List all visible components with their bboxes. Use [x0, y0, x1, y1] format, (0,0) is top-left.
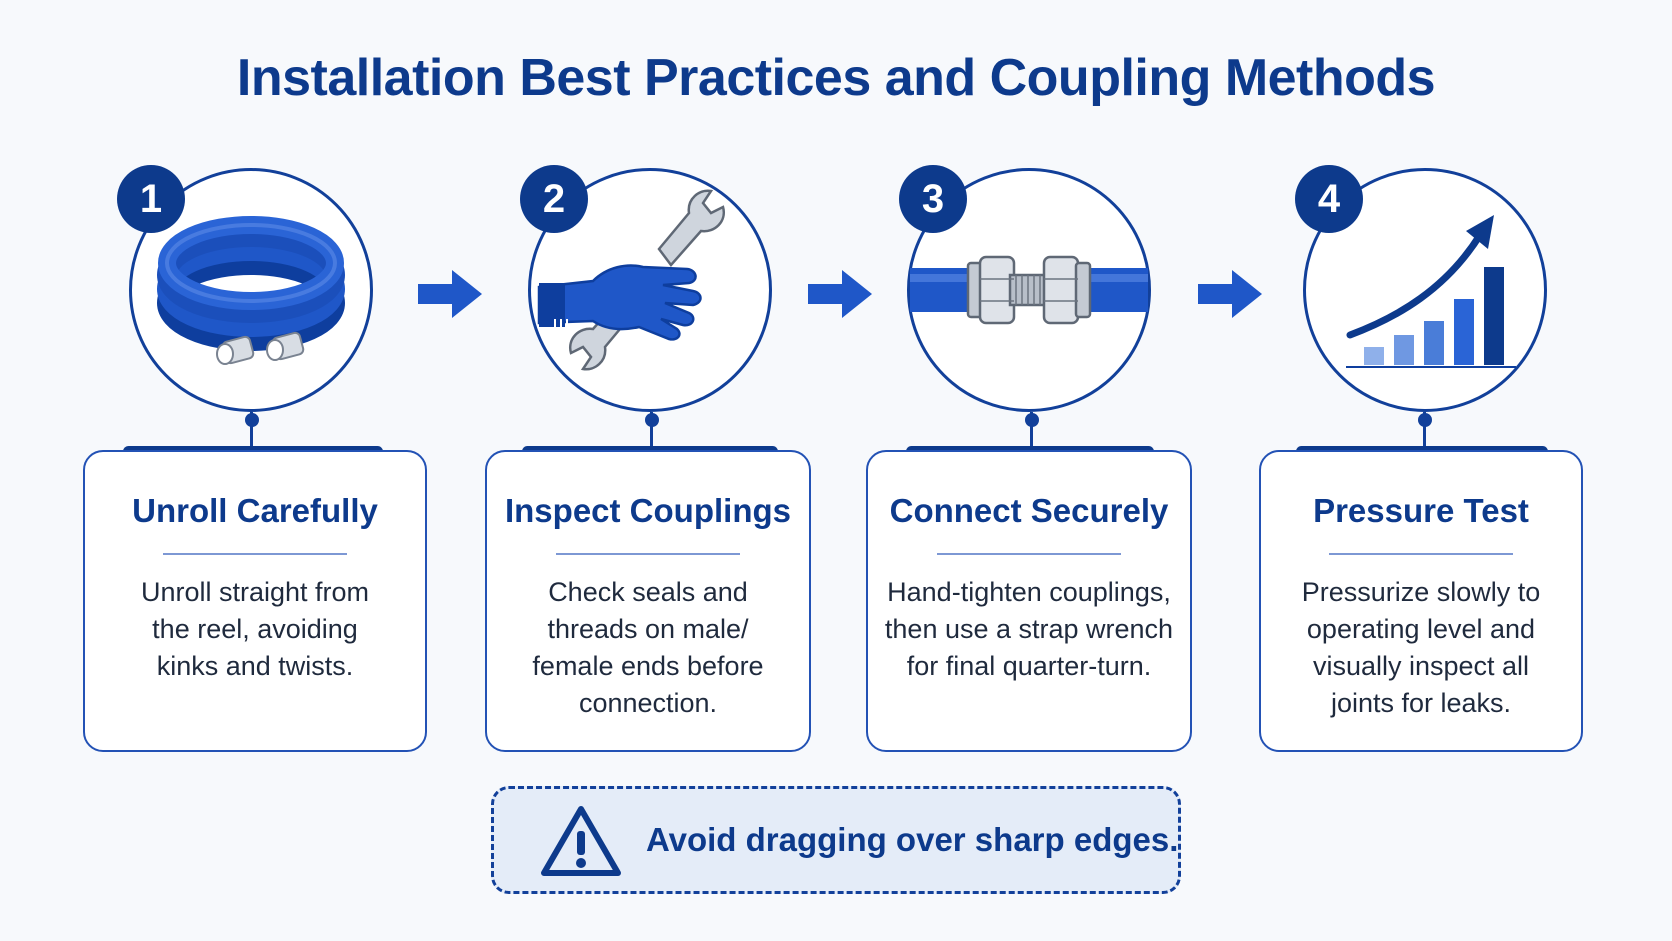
connector-line — [250, 412, 253, 448]
step-1-illustration — [129, 168, 373, 412]
description-line: Check seals and — [548, 577, 748, 607]
page-title: Installation Best Practices and Coupling… — [236, 49, 1436, 107]
connector-dot — [1025, 413, 1039, 427]
step-card: Pressure Test Pressurize slowly to opera… — [1259, 450, 1583, 752]
connector-dot — [245, 413, 259, 427]
divider — [1329, 553, 1513, 555]
divider — [937, 553, 1121, 555]
hand-wrench-icon — [537, 189, 726, 371]
step-description: Hand-tighten couplings, then use a strap… — [878, 574, 1180, 685]
growth-chart-icon — [1346, 215, 1516, 368]
description-line: female ends before — [532, 651, 764, 681]
step-title: Connect Securely — [889, 492, 1169, 529]
connector-dot — [1418, 413, 1432, 427]
connector-line — [1030, 412, 1033, 448]
step-card: Inspect Couplings Check seals and thread… — [485, 450, 811, 752]
step-4-illustration — [1303, 168, 1547, 412]
step-number-badge: 4 — [1295, 165, 1363, 233]
description-line: the reel, avoiding — [152, 614, 358, 644]
description-line: kinks and twists. — [156, 651, 354, 681]
description-line: operating level and — [1306, 614, 1536, 644]
step-number-badge: 1 — [117, 165, 185, 233]
divider — [163, 553, 347, 555]
step-card: Connect Securely Hand-tighten couplings,… — [866, 450, 1192, 752]
step-description: Check seals and threads on male/ female … — [511, 574, 785, 722]
arrow-right-icon — [418, 270, 482, 318]
warning-banner: Avoid dragging over sharp edges. — [491, 786, 1181, 894]
warning-text: Avoid dragging over sharp edges. — [646, 821, 1179, 858]
connector-line — [650, 412, 653, 448]
pipe-coupling-icon — [910, 255, 1148, 325]
description-line: Pressurize slowly to — [1301, 577, 1541, 607]
step-title: Unroll Carefully — [132, 492, 378, 529]
connector-line — [1423, 412, 1426, 448]
description-line: Unroll straight from — [140, 577, 370, 607]
divider — [556, 553, 740, 555]
description-line: visually inspect all — [1312, 651, 1530, 681]
arrow-right-icon — [808, 270, 872, 318]
step-number-badge: 2 — [520, 165, 588, 233]
warning-triangle-icon — [541, 806, 621, 876]
step-description: Unroll straight from the reel, avoiding … — [109, 574, 401, 685]
description-line: for final quarter-turn. — [906, 651, 1152, 681]
step-title: Pressure Test — [1313, 492, 1529, 529]
arrow-right-icon — [1198, 270, 1262, 318]
description-line: Hand-tighten couplings, — [887, 577, 1171, 607]
connector-dot — [645, 413, 659, 427]
step-card: Unroll Carefully Unroll straight from th… — [83, 450, 427, 752]
description-line: then use a strap wrench — [884, 614, 1174, 644]
description-line: connection. — [578, 688, 718, 718]
description-line: threads on male/ — [547, 614, 749, 644]
step-number-badge: 3 — [899, 165, 967, 233]
step-description: Pressurize slowly to operating level and… — [1285, 574, 1557, 722]
description-line: joints for leaks. — [1330, 688, 1512, 718]
hose-coil-icon — [157, 216, 345, 365]
step-title: Inspect Couplings — [504, 492, 791, 529]
